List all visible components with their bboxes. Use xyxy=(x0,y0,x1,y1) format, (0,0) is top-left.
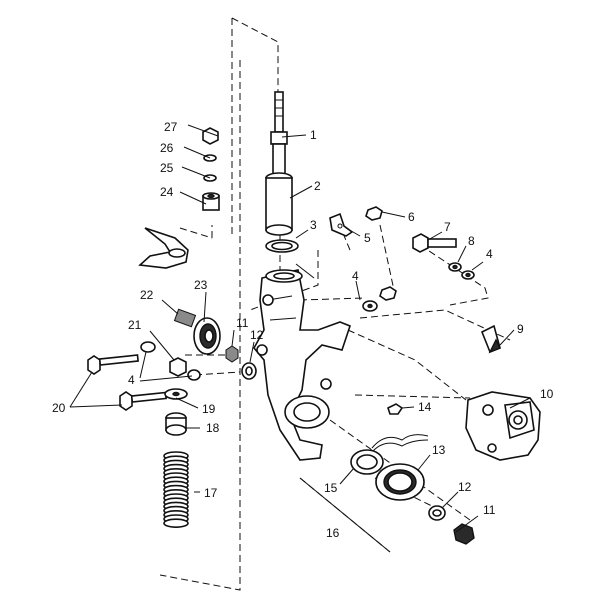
callout-4-right: 4 xyxy=(486,247,493,261)
callout-2: 2 xyxy=(314,179,321,193)
part-4-washer-right xyxy=(461,270,475,280)
spring-coil xyxy=(163,518,189,529)
callout-19: 19 xyxy=(202,402,216,416)
part-18-spring-seat xyxy=(165,412,187,436)
part-22-sleeve xyxy=(173,308,197,328)
part-6-nuts xyxy=(365,206,397,301)
callout-26: 26 xyxy=(160,141,174,155)
part-27-nut xyxy=(202,127,219,145)
callout-numbers: 1 2 3 4 4 4 5 6 7 8 9 10 11 11 12 12 13 … xyxy=(52,120,554,540)
callout-15: 15 xyxy=(324,481,338,495)
callout-3: 3 xyxy=(310,218,317,232)
part-8-washer xyxy=(448,262,462,272)
callout-21: 21 xyxy=(128,318,142,332)
callout-4-left: 4 xyxy=(128,373,135,387)
part-23-bushing xyxy=(193,317,221,355)
part-19-washer xyxy=(164,388,188,400)
part-7-bolt-right xyxy=(412,233,457,253)
assembly-guide-lines xyxy=(159,17,511,591)
part-2-strut-tube xyxy=(265,172,293,236)
callout-4-middle: 4 xyxy=(352,269,359,283)
brake-hose xyxy=(371,434,429,453)
callout-8: 8 xyxy=(468,234,475,248)
part-9-pad xyxy=(480,324,501,354)
part-12-washer-right xyxy=(428,505,446,521)
callout-20: 20 xyxy=(52,401,66,415)
part-11-nut-left xyxy=(225,345,239,363)
part-17-spring xyxy=(163,451,189,529)
callout-18: 18 xyxy=(206,421,220,435)
callout-9: 9 xyxy=(517,322,524,336)
part-15-seal xyxy=(350,449,384,475)
callout-14: 14 xyxy=(418,400,432,414)
callout-17: 17 xyxy=(204,486,218,500)
part-21-nut xyxy=(169,357,187,377)
callout-7: 7 xyxy=(444,220,451,234)
spindle-knuckle xyxy=(253,269,351,461)
part-4-washers-left xyxy=(140,341,201,381)
callout-27: 27 xyxy=(164,120,178,134)
callout-11-right: 11 xyxy=(483,503,496,517)
callout-11-left: 11 xyxy=(236,316,249,330)
callout-6: 6 xyxy=(408,210,415,224)
part-20-bolts xyxy=(87,354,168,411)
part-1-strut-shaft xyxy=(270,91,288,185)
part-13-bearing-cup xyxy=(375,463,425,501)
callout-5: 5 xyxy=(364,231,371,245)
callout-16: 16 xyxy=(326,526,340,540)
callout-25: 25 xyxy=(160,161,174,175)
part-12-washer-left xyxy=(241,362,257,380)
part-5-bracket xyxy=(329,212,354,237)
callout-12-left: 12 xyxy=(250,328,264,342)
callout-12-right: 12 xyxy=(458,480,472,494)
part-3-ring xyxy=(265,239,299,253)
callout-1: 1 xyxy=(310,128,317,142)
callout-10: 10 xyxy=(540,387,554,401)
part-14-bleeder xyxy=(387,403,404,415)
leader-lines xyxy=(69,124,531,533)
callout-22: 22 xyxy=(140,288,154,302)
strut-mount-bracket xyxy=(138,227,189,269)
part-11-castle-nut-right xyxy=(453,523,475,545)
callout-23: 23 xyxy=(194,278,208,292)
callout-13: 13 xyxy=(432,443,446,457)
part-16-bracket-line xyxy=(299,477,391,553)
part-10-caliper xyxy=(465,391,541,461)
part-4-washer-middle xyxy=(362,300,378,312)
part-24-bushing xyxy=(202,192,220,211)
callout-24: 24 xyxy=(160,185,174,199)
